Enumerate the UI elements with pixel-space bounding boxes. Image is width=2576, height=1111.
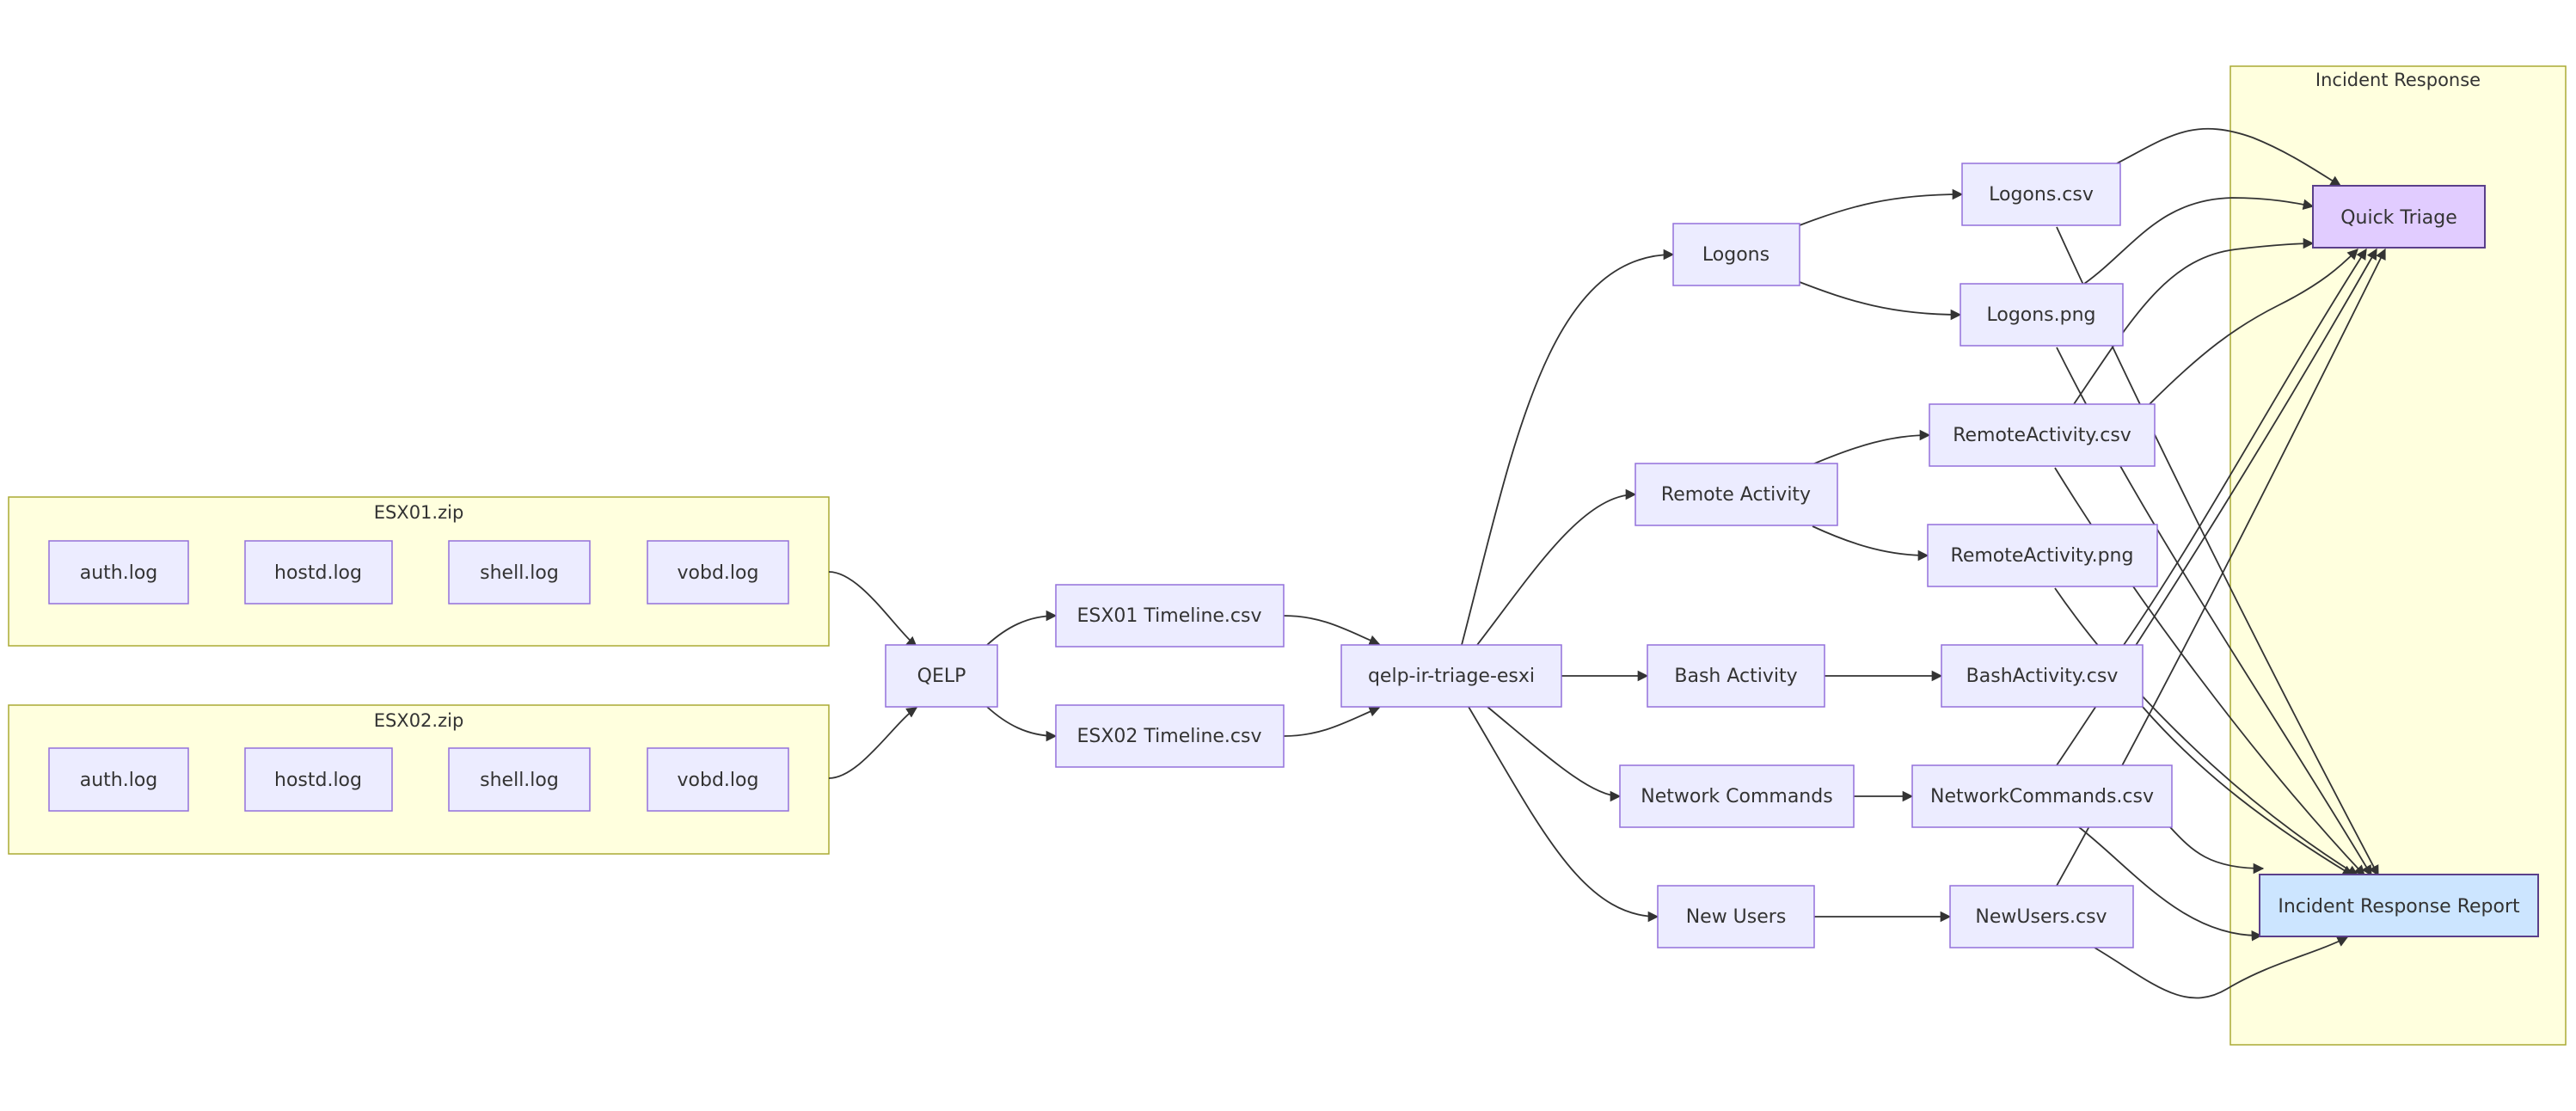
edge-esx02-timeline-triage <box>1283 706 1381 737</box>
node-new-users[interactable]: New Users <box>1657 885 1815 948</box>
node-esx02-hostd-log[interactable]: hostd.log <box>244 747 393 812</box>
node-incident-response-report[interactable]: Incident Response Report <box>2259 874 2539 937</box>
edge-qelp-esx01-timeline <box>986 610 1058 646</box>
edge-esx01zip-qelp <box>828 571 917 648</box>
edge-esx01-timeline-triage <box>1283 615 1381 646</box>
node-bashactivity-csv-label: BashActivity.csv <box>1966 666 2119 687</box>
edge-bashcsv-irreport <box>2142 706 2354 876</box>
node-esx01-timeline[interactable]: ESX01 Timeline.csv <box>1055 584 1285 648</box>
edge-qelp-esx02-timeline <box>986 706 1058 742</box>
node-esx01-shell-log-label: shell.log <box>480 562 559 584</box>
node-esx01-hostd-log[interactable]: hostd.log <box>244 540 393 605</box>
node-esx02-auth-log-label: auth.log <box>80 770 158 791</box>
node-remoteactivity-png-label: RemoteActivity.png <box>1951 545 2134 567</box>
edge-triage-netcmd <box>1487 706 1622 802</box>
node-logons-csv-label: Logons.csv <box>1989 184 2094 206</box>
edge-esx02zip-qelp <box>828 707 918 779</box>
node-quick-triage[interactable]: Quick Triage <box>2312 185 2486 249</box>
node-logons-csv[interactable]: Logons.csv <box>1961 163 2121 226</box>
edge-remote-remotepng <box>1812 525 1929 562</box>
node-newusers-csv-label: NewUsers.csv <box>1975 906 2107 928</box>
edge-newuserscsv-irreport-2 <box>2094 936 2349 999</box>
node-esx02-shell-log-label: shell.log <box>480 770 559 791</box>
edge-triage-remote <box>1476 488 1637 646</box>
node-bash-activity-label: Bash Activity <box>1674 666 1797 687</box>
node-esx01-auth-log[interactable]: auth.log <box>48 540 189 605</box>
node-network-commands-label: Network Commands <box>1641 786 1832 807</box>
node-esx02-shell-log[interactable]: shell.log <box>448 747 591 812</box>
node-esx01-vobd-log-label: vobd.log <box>678 562 759 584</box>
node-esx01-auth-log-label: auth.log <box>80 562 158 584</box>
node-bashactivity-csv[interactable]: BashActivity.csv <box>1941 644 2144 708</box>
node-esx02-auth-log[interactable]: auth.log <box>48 747 189 812</box>
edge-remotepng-quicktriage <box>2149 249 2358 405</box>
node-network-commands[interactable]: Network Commands <box>1619 764 1855 828</box>
edge-remotepng-irreport <box>2054 587 2359 876</box>
edge-triage-logons <box>1461 249 1675 646</box>
node-networkcommands-csv-label: NetworkCommands.csv <box>1930 786 2154 807</box>
node-qelp-label: QELP <box>917 666 966 687</box>
node-newusers-csv[interactable]: NewUsers.csv <box>1949 885 2134 948</box>
cluster-incident-response-label: Incident Response <box>2315 70 2481 90</box>
node-remote-activity-label: Remote Activity <box>1661 484 1811 506</box>
node-logons-png[interactable]: Logons.png <box>1960 283 2124 347</box>
node-networkcommands-csv[interactable]: NetworkCommands.csv <box>1911 764 2173 828</box>
node-esx02-timeline-label: ESX02 Timeline.csv <box>1076 726 1261 747</box>
node-qelp-ir-triage-esxi-label: qelp-ir-triage-esxi <box>1368 666 1535 687</box>
edge-logons-logonspng <box>1799 281 1962 321</box>
node-logons-png-label: Logons.png <box>1986 304 2095 326</box>
edge-logons-logonscsv <box>1799 188 1964 226</box>
node-esx02-timeline[interactable]: ESX02 Timeline.csv <box>1055 704 1285 768</box>
node-remoteactivity-png[interactable]: RemoteActivity.png <box>1927 524 2158 587</box>
node-new-users-label: New Users <box>1686 906 1787 928</box>
node-remote-activity[interactable]: Remote Activity <box>1635 463 1838 526</box>
edge-triage-newusers <box>1468 706 1659 923</box>
node-esx02-hostd-log-label: hostd.log <box>274 770 362 791</box>
node-logons[interactable]: Logons <box>1672 223 1800 286</box>
node-logons-label: Logons <box>1702 244 1769 266</box>
node-remoteactivity-csv-label: RemoteActivity.csv <box>1953 425 2131 446</box>
edge-remotecsv-irreport <box>2054 467 2365 876</box>
node-qelp[interactable]: QELP <box>885 644 998 708</box>
node-esx01-vobd-log[interactable]: vobd.log <box>647 540 789 605</box>
node-esx02-vobd-log-label: vobd.log <box>678 770 759 791</box>
node-esx01-hostd-log-label: hostd.log <box>274 562 362 584</box>
node-qelp-ir-triage-esxi[interactable]: qelp-ir-triage-esxi <box>1340 644 1562 708</box>
edge-bashcsv-quicktriage <box>2123 248 2367 646</box>
node-bash-activity[interactable]: Bash Activity <box>1647 644 1825 708</box>
edge-remote-remotecsv <box>1812 429 1931 465</box>
node-esx01-shell-log[interactable]: shell.log <box>448 540 591 605</box>
edge-netcmdcsv-irreport <box>2169 826 2265 875</box>
node-esx01-timeline-label: ESX01 Timeline.csv <box>1076 605 1261 627</box>
edges <box>828 127 2386 999</box>
node-incident-response-report-label: Incident Response Report <box>2278 896 2520 918</box>
cluster-esx02-label: ESX02.zip <box>374 710 464 731</box>
node-remoteactivity-csv[interactable]: RemoteActivity.csv <box>1929 403 2156 467</box>
node-esx02-vobd-log[interactable]: vobd.log <box>647 747 789 812</box>
edge-logonspng-quicktriage <box>2083 197 2315 285</box>
node-quick-triage-label: Quick Triage <box>2340 207 2457 229</box>
cluster-esx01-label: ESX01.zip <box>374 502 464 523</box>
edge-logonscsv-quicktriage <box>2116 127 2342 187</box>
edge-newuserscsv-irreport <box>2078 826 2263 942</box>
